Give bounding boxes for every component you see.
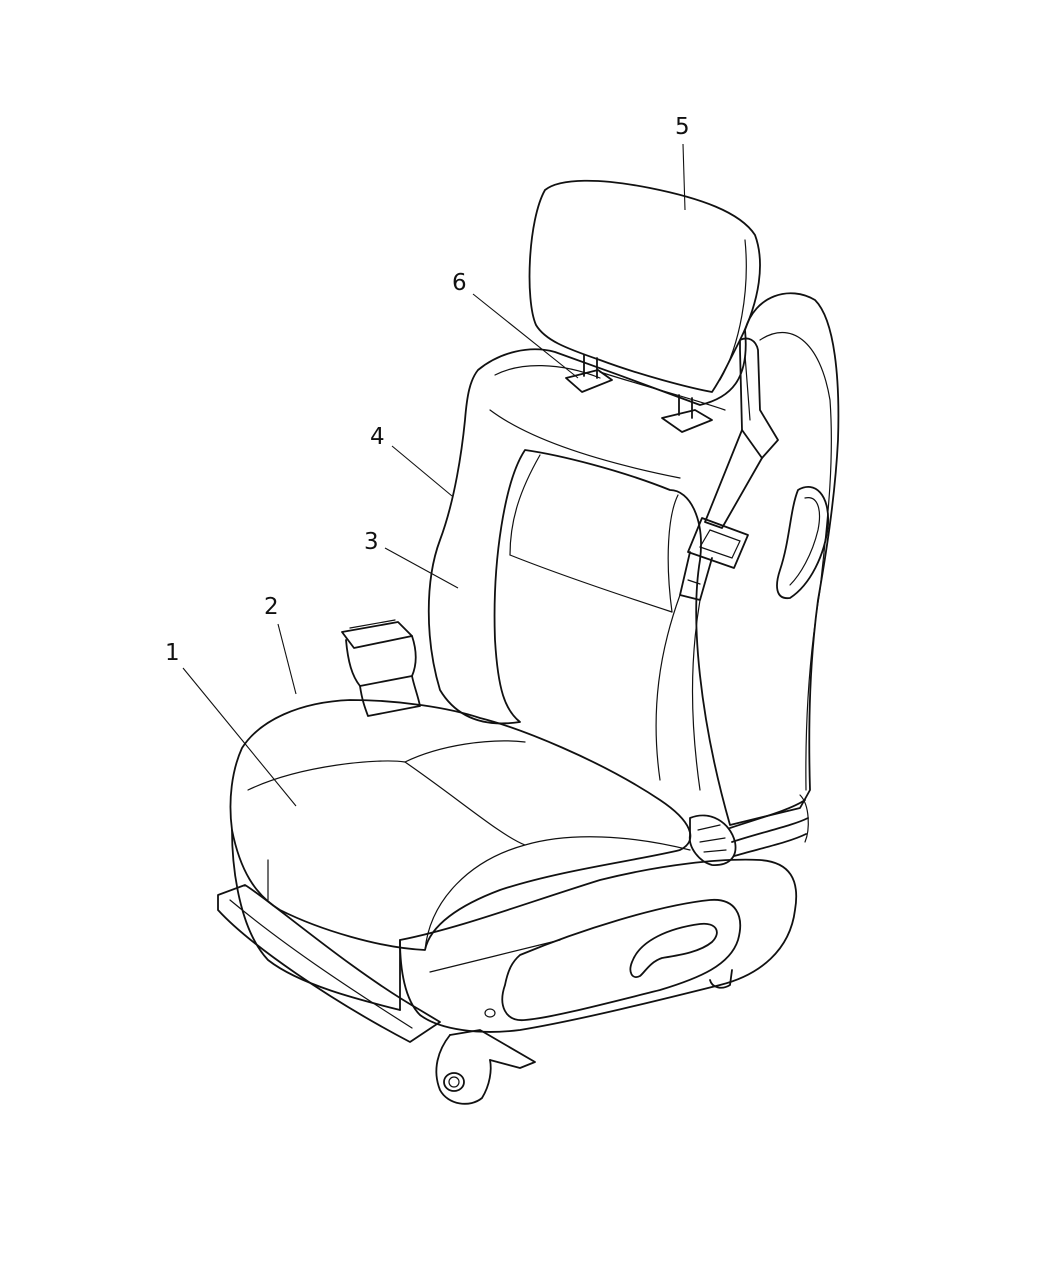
belt-buckle-stalk [341, 619, 421, 717]
seat-back [427, 292, 840, 826]
seat-cushion [229, 699, 692, 1011]
seat-belt [655, 337, 779, 791]
leader-lines [182, 143, 686, 807]
callout-2: 2 [264, 594, 279, 620]
leader-line-3 [384, 547, 459, 589]
leader-line-2 [277, 623, 297, 695]
callout-4: 4 [370, 424, 385, 450]
recliner-knob [688, 794, 809, 866]
side-shield [399, 858, 798, 1033]
leader-line-4 [391, 445, 453, 497]
leader-line-5 [682, 143, 686, 211]
leader-line-1 [182, 667, 297, 807]
leader-line-6 [472, 293, 579, 379]
callout-6: 6 [452, 270, 467, 296]
callout-5: 5 [675, 114, 690, 140]
headrest-guides [565, 354, 726, 433]
callout-3: 3 [364, 529, 379, 555]
callout-labels: 1 2 3 4 5 6 [165, 114, 690, 666]
side-pocket [776, 486, 829, 599]
callout-1: 1 [165, 640, 180, 666]
headrest [528, 179, 761, 393]
seat-rail [217, 884, 733, 1105]
